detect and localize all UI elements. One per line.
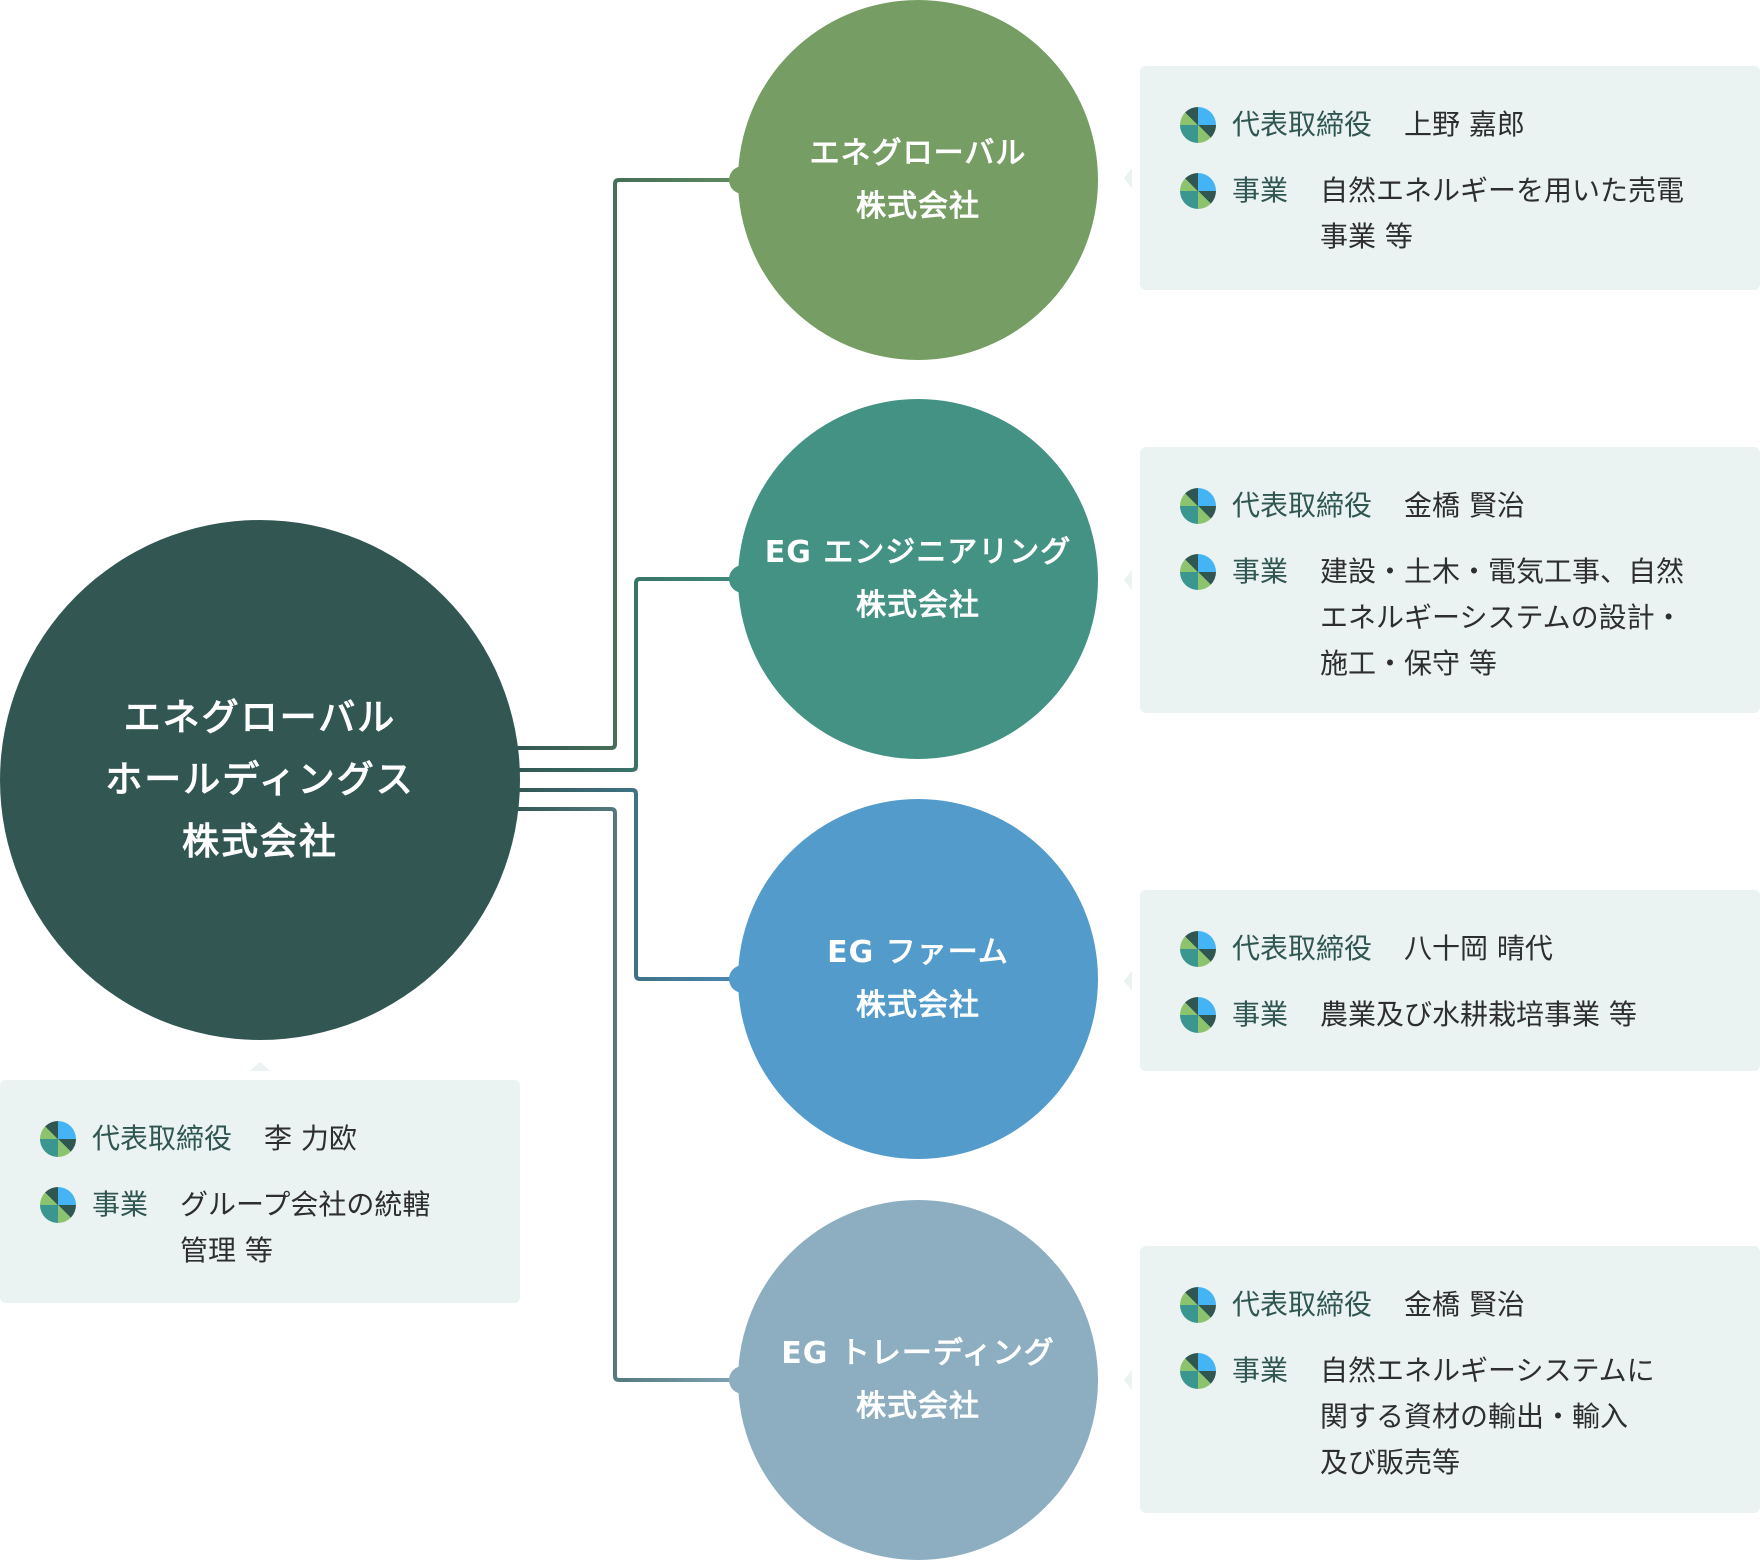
pie-bullet-icon: [1180, 554, 1216, 590]
parent-info-box: 代表取締役李 力欧 事業グループ会社の統轄 管理 等: [0, 1062, 520, 1303]
pie-bullet-icon: [40, 1187, 76, 1223]
parent-company-name: エネグローバル ホールディングス 株式会社: [105, 696, 415, 863]
representative-row: 代表取締役李 力欧: [40, 1116, 484, 1162]
label: 事業: [1232, 174, 1289, 207]
parent-company-node: エネグローバル ホールディングス 株式会社: [0, 520, 520, 1040]
business-description: 建設・土木・電気工事、自然 エネルギーシステムの設計・ 施工・保守 等: [1320, 555, 1685, 680]
pie-bullet-icon: [1180, 488, 1216, 524]
business-row: 事業自然エネルギーシステムに 関する資材の輸出・輸入 及び販売等: [1180, 1348, 1724, 1486]
business-row: 事業グループ会社の統轄 管理 等: [40, 1182, 484, 1274]
subsidiary-node-4: EG トレーディング 株式会社: [738, 1200, 1098, 1560]
label: 代表取締役: [1232, 1288, 1373, 1321]
business-row: 事業建設・土木・電気工事、自然 エネルギーシステムの設計・ 施工・保守 等: [1180, 549, 1724, 687]
representative-name: 上野 嘉郎: [1404, 108, 1525, 141]
representative-row: 代表取締役上野 嘉郎: [1180, 102, 1724, 148]
company-name: EG ファーム 株式会社: [827, 935, 1009, 1023]
representative-name: 金橋 賢治: [1404, 489, 1525, 522]
subsidiary-node-3: EG ファーム 株式会社: [738, 799, 1098, 1159]
subsidiary-node-2: EG エンジニアリング 株式会社: [738, 399, 1098, 759]
label: 代表取締役: [1232, 108, 1373, 141]
business-row: 事業自然エネルギーを用いた売電 事業 等: [1180, 168, 1724, 260]
pie-bullet-icon: [1180, 173, 1216, 209]
pie-bullet-icon: [1180, 931, 1216, 967]
pie-bullet-icon: [40, 1121, 76, 1157]
representative-row: 代表取締役八十岡 晴代: [1180, 926, 1724, 972]
company-name: EG トレーディング 株式会社: [781, 1336, 1055, 1424]
representative-name: 李 力欧: [264, 1122, 357, 1155]
label: 代表取締役: [92, 1122, 233, 1155]
connector-1: [515, 178, 735, 750]
subsidiary-info-box-1: 代表取締役上野 嘉郎 事業自然エネルギーを用いた売電 事業 等: [1124, 66, 1760, 290]
subsidiary-info-box-2: 代表取締役金橋 賢治 事業建設・土木・電気工事、自然 エネルギーシステムの設計・…: [1124, 447, 1760, 713]
business-description: グループ会社の統轄 管理 等: [180, 1188, 431, 1267]
pie-bullet-icon: [1180, 997, 1216, 1033]
representative-name: 八十岡 晴代: [1404, 932, 1553, 965]
business-description: 農業及び水耕栽培事業 等: [1320, 998, 1637, 1031]
company-name: EG エンジニアリング 株式会社: [764, 535, 1072, 623]
representative-row: 代表取締役金橋 賢治: [1180, 483, 1724, 529]
pie-bullet-icon: [1180, 107, 1216, 143]
subsidiary-info-box-4: 代表取締役金橋 賢治 事業自然エネルギーシステムに 関する資材の輸出・輸入 及び…: [1124, 1246, 1760, 1513]
subsidiary-info-box-3: 代表取締役八十岡 晴代 事業農業及び水耕栽培事業 等: [1124, 890, 1760, 1071]
connector-4: [515, 807, 735, 1382]
business-description: 自然エネルギーを用いた売電 事業 等: [1320, 174, 1685, 253]
label: 事業: [1232, 1354, 1289, 1387]
business-description: 自然エネルギーシステムに 関する資材の輸出・輸入 及び販売等: [1320, 1354, 1655, 1479]
company-name: エネグローバル 株式会社: [809, 136, 1027, 224]
connector-2: [515, 577, 735, 772]
label: 事業: [92, 1188, 149, 1221]
pie-bullet-icon: [1180, 1353, 1216, 1389]
pie-bullet-icon: [1180, 1287, 1216, 1323]
label: 代表取締役: [1232, 932, 1373, 965]
subsidiary-node-1: エネグローバル 株式会社: [738, 0, 1098, 360]
label: 代表取締役: [1232, 489, 1373, 522]
label: 事業: [1232, 555, 1289, 588]
representative-row: 代表取締役金橋 賢治: [1180, 1282, 1724, 1328]
business-row: 事業農業及び水耕栽培事業 等: [1180, 992, 1724, 1038]
label: 事業: [1232, 998, 1289, 1031]
representative-name: 金橋 賢治: [1404, 1288, 1525, 1321]
connector-3: [515, 788, 735, 981]
